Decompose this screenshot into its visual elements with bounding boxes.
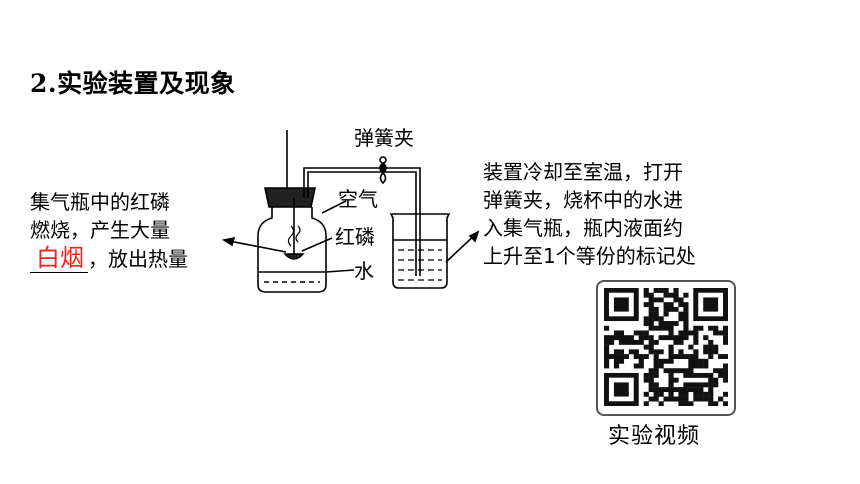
connecting-tube [303, 167, 421, 276]
gas-collecting-bottle [257, 207, 327, 293]
combustion-spoon [283, 253, 305, 260]
combustion-observation: 集气瓶中的红磷 燃烧，产生大量 白烟，放出热量 [30, 188, 230, 273]
spring-clamp [379, 156, 387, 164]
air-label: 空气 [338, 187, 378, 211]
water-leader [325, 269, 355, 273]
cooling-observation: 装置冷却至室温，打开 弹簧夹，烧杯中的水进 入集气瓶，瓶内液面约 上升至1个等份… [483, 158, 783, 270]
clamp-label: 弹簧夹 [354, 126, 414, 150]
right-note-line1: 装置冷却至室温，打开 [483, 160, 683, 184]
left-note-line3-rest: ，放出热量 [88, 247, 188, 271]
water-label: 水 [354, 259, 374, 283]
phosphorus-leader [301, 237, 333, 252]
air-leader [321, 200, 347, 214]
smoke-swirl-1 [287, 225, 295, 247]
left-note-line3: 白烟，放出热量 [30, 244, 230, 273]
phosphorus-label: 红磷 [335, 225, 375, 249]
qr-code-icon [604, 288, 728, 406]
left-note-line2: 燃烧，产生大量 [30, 218, 170, 242]
left-arrow [223, 239, 287, 253]
beaker [389, 213, 451, 289]
video-qr-code[interactable] [596, 280, 736, 416]
right-note-line2: 弹簧夹，烧杯中的水进 [483, 188, 683, 212]
right-note-line3: 入集气瓶，瓶内液面约 [483, 216, 683, 240]
qr-caption: 实验视频 [608, 424, 701, 449]
smoke-swirl-2 [295, 225, 301, 243]
right-note-line4: 上升至1个等份的标记处 [483, 244, 696, 268]
section-title: 2.实验装置及现象 [30, 69, 236, 98]
rubber-stopper [264, 187, 316, 208]
left-note-line1: 集气瓶中的红磷 [30, 190, 170, 214]
answer-white-smoke: 白烟 [30, 244, 88, 273]
